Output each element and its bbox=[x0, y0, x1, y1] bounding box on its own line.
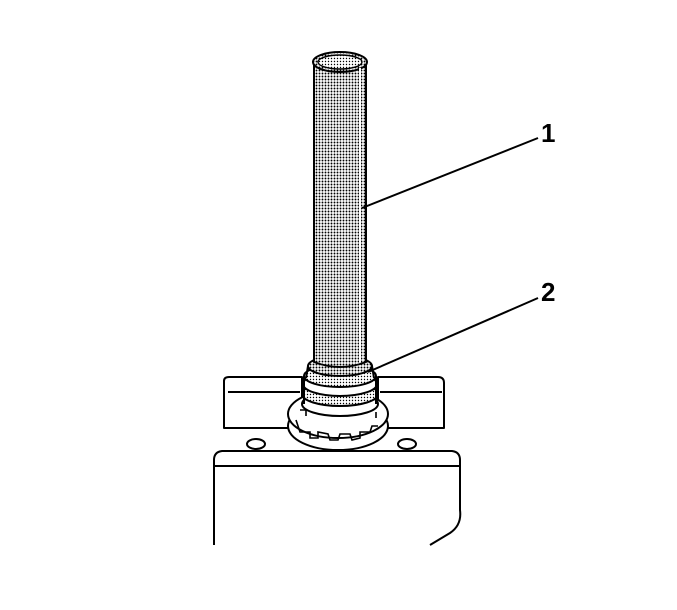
seal-stack bbox=[301, 355, 379, 417]
leader-line-1 bbox=[361, 137, 539, 209]
callout-label-2: 2 bbox=[541, 277, 555, 307]
installer-tube bbox=[312, 51, 368, 368]
leader-line-2 bbox=[367, 297, 539, 373]
housing-base bbox=[213, 438, 462, 546]
callout-label-1: 1 bbox=[541, 118, 555, 148]
mounting-bracket bbox=[223, 376, 445, 429]
